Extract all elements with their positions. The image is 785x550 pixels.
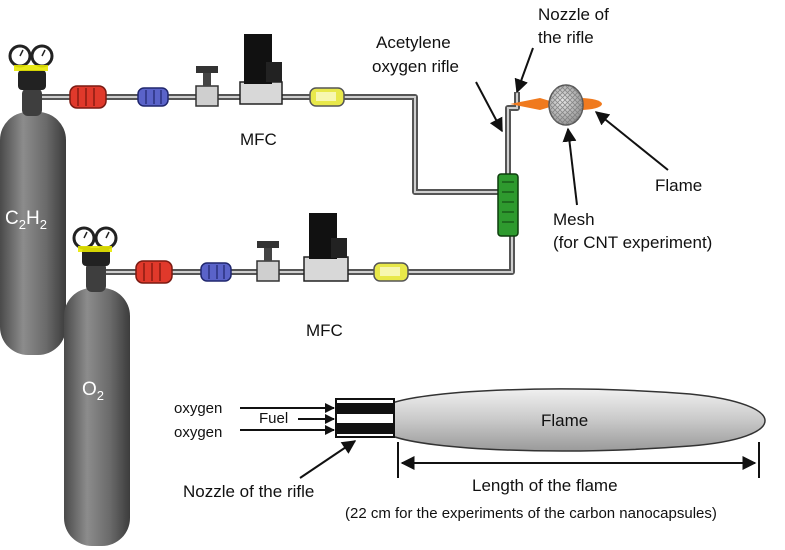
bottom-line-components	[135, 213, 409, 284]
mfc-bottom-label: MFC	[306, 321, 343, 340]
rifle-label-line2: oxygen rifle	[372, 57, 459, 76]
nozzle-detail-arrow	[299, 440, 357, 479]
flame-top-label: Flame	[655, 176, 702, 195]
c2h2-label: C2H2	[5, 208, 47, 232]
blue-filter-icon	[200, 262, 232, 282]
oxygen-top-label: oxygen	[174, 400, 222, 417]
oxygen-cylinder: O2	[64, 226, 130, 546]
length-note: (22 cm for the experiments of the carbon…	[345, 505, 717, 522]
length-dimension	[397, 442, 760, 478]
oxygen-bottom-label: oxygen	[174, 424, 222, 441]
flame-pointer-arrow	[594, 111, 669, 171]
nozzle-detail-label: Nozzle of the rifle	[183, 482, 314, 501]
red-filter-icon	[135, 260, 173, 284]
blue-filter-icon	[137, 87, 169, 107]
rifle-assembly	[497, 84, 602, 237]
fuel-label: Fuel	[259, 410, 288, 427]
flame-detail: Flame	[335, 388, 766, 452]
gas-lines	[40, 92, 520, 275]
valve-icon	[256, 260, 280, 282]
mfc-top-label: MFC	[240, 130, 277, 149]
mfc-bottom-icon	[303, 256, 349, 282]
flame-detail-label: Flame	[541, 411, 588, 430]
nozzle-pointer-arrow	[514, 47, 534, 94]
mesh-label-line1: Mesh	[553, 210, 595, 229]
nozzle-top-label-line2: the rifle	[538, 28, 594, 47]
top-line-components	[69, 34, 345, 109]
rifle-pointer-arrow	[475, 81, 503, 133]
length-label: Length of the flame	[472, 476, 618, 495]
red-filter-icon	[69, 85, 107, 109]
rifle-body-icon	[497, 173, 519, 237]
nozzle-top-label-line1: Nozzle of	[538, 5, 609, 24]
mesh-pointer-arrow	[562, 127, 578, 206]
flame-detail-icon	[391, 388, 766, 452]
rifle-label-line1: Acetylene	[376, 33, 451, 52]
mfc-top-icon	[239, 81, 283, 105]
o2-label: O2	[82, 379, 104, 403]
mesh-label-line2: (for CNT experiment)	[553, 233, 712, 252]
acetylene-cylinder: C2H2	[0, 44, 66, 355]
flame-top-icon	[510, 98, 560, 110]
valve-icon	[195, 85, 219, 107]
